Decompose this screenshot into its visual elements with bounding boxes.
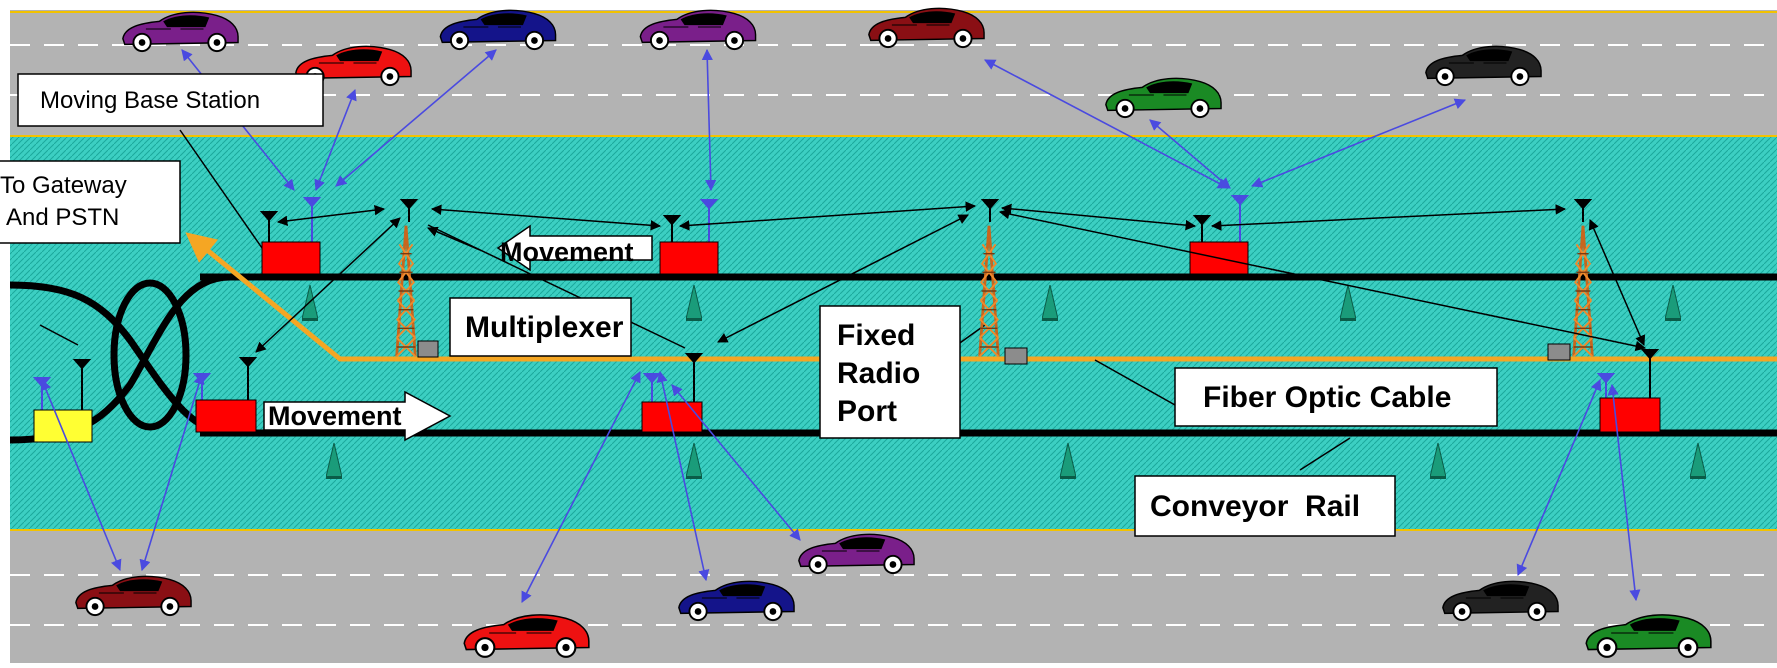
moving-base-station-unit bbox=[195, 399, 257, 433]
gateway-label-line2: And PSTN bbox=[6, 204, 119, 231]
moving-base-station-label: Moving Base Station bbox=[40, 87, 260, 114]
backbone-links bbox=[255, 201, 1647, 353]
movement-arrow-right bbox=[263, 390, 452, 442]
fixed-radio-port-line2: Radio bbox=[837, 357, 920, 390]
multiplexer-box bbox=[417, 340, 439, 358]
multiplexer-label-box bbox=[449, 297, 632, 357]
conveyor-rail-label: Conveyor Rail bbox=[1150, 490, 1360, 523]
moving-base-station-unit bbox=[1599, 397, 1661, 433]
movement-arrow-left bbox=[496, 224, 653, 272]
moving-base-station-unit bbox=[261, 241, 321, 275]
multiplexer-label: Multiplexer bbox=[465, 311, 624, 344]
moving-base-station-box bbox=[17, 73, 324, 127]
gateway-label-line1: To Gateway bbox=[0, 172, 127, 199]
multiplexer-box bbox=[1547, 343, 1571, 361]
movement-label-lower: Movement bbox=[268, 401, 402, 431]
fiber-optic-cable-label: Fiber Optic Cable bbox=[1203, 381, 1451, 414]
movement-label-upper: Movement bbox=[500, 237, 634, 267]
multiplexer-box bbox=[1004, 347, 1028, 365]
moving-base-station-unit bbox=[659, 241, 719, 275]
fixed-radio-port-line1: Fixed bbox=[837, 319, 915, 352]
gateway-station-unit bbox=[33, 409, 93, 443]
fiber-optic-cable bbox=[185, 232, 1777, 362]
fixed-radio-ports bbox=[395, 224, 1594, 365]
fiber-optic-cable-box bbox=[1174, 367, 1498, 427]
gateway-box bbox=[0, 160, 181, 244]
conveyor-rail-box bbox=[1134, 475, 1396, 537]
callout-labels: Moving Base Station To Gateway And PSTN … bbox=[0, 73, 1498, 537]
fixed-radio-port-box bbox=[819, 305, 961, 439]
movement-arrows: Movement Movement bbox=[263, 224, 653, 442]
fixed-radio-port-line3: Port bbox=[837, 395, 897, 428]
